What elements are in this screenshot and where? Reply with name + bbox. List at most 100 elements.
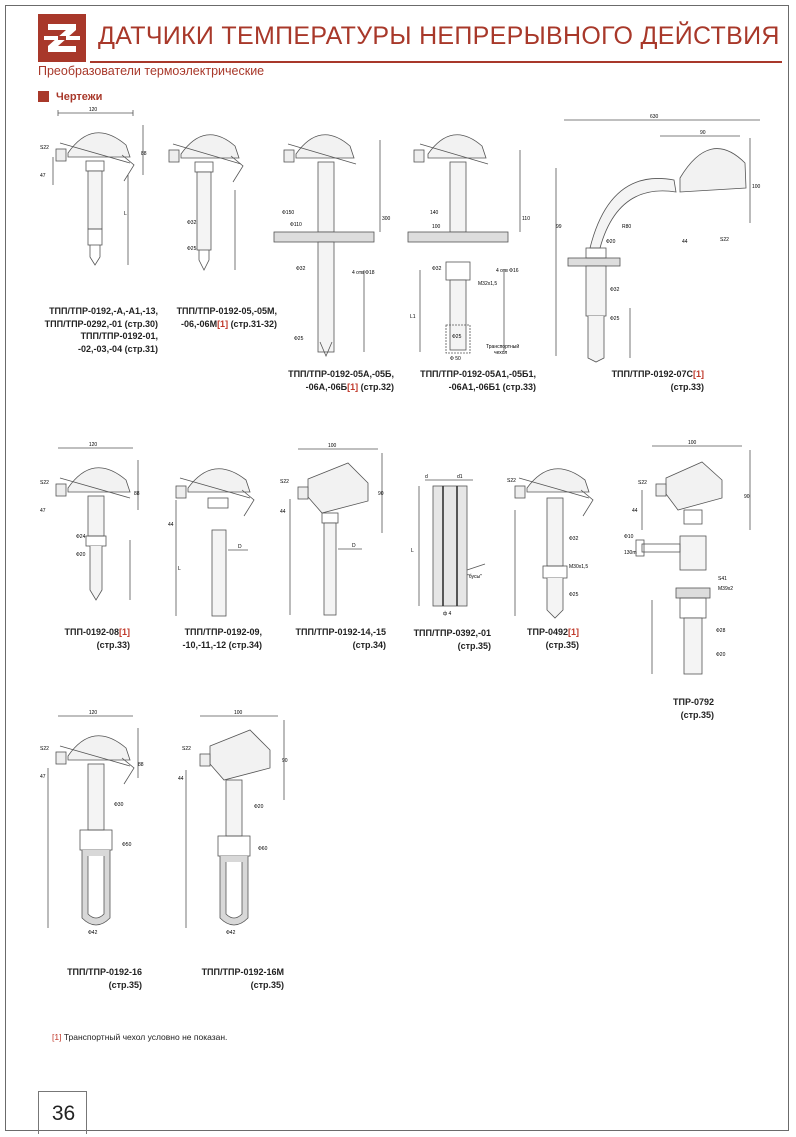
svg-text:Ф50: Ф50 — [122, 842, 132, 848]
drawing-image: 100 S22 90 44 D — [280, 443, 384, 616]
svg-text:Ф110: Ф110 — [290, 222, 302, 228]
page-number: 36 — [51, 1102, 76, 1125]
svg-text:S22: S22 — [40, 480, 49, 486]
drawing-tpp-0192-16: 120 S22 88 47 Ф30 Ф50 Ф42 ТПП/ТПР-0192-1… — [38, 708, 150, 990]
drawing-caption: ТПП-0192-08[1] (стр.33) — [64, 627, 130, 650]
brand-logo — [38, 14, 86, 62]
drawing-image: 120 S22 88 47 Ф30 Ф50 Ф42 — [40, 710, 144, 936]
svg-text:Ф42: Ф42 — [88, 930, 98, 936]
svg-text:44: 44 — [632, 508, 638, 514]
section-title: Чертежи — [56, 91, 103, 103]
svg-text:L: L — [124, 211, 127, 217]
svg-text:90: 90 — [744, 494, 750, 500]
svg-text:Ф32: Ф32 — [296, 266, 306, 272]
svg-text:140: 140 — [430, 210, 439, 216]
svg-text:S22: S22 — [280, 479, 289, 485]
drawing-caption: ТПП/ТПР-0192-05,-05М, -06,-06М[1] (стр.3… — [176, 306, 277, 329]
svg-text:чехол: чехол — [494, 350, 507, 356]
svg-text:90: 90 — [282, 758, 288, 764]
svg-text:M39х2: M39х2 — [718, 586, 733, 592]
svg-text:100: 100 — [688, 440, 697, 446]
page-title: ДАТЧИКИ ТЕМПЕРАТУРЫ НЕПРЕРЫВНОГО ДЕЙСТВИ… — [98, 22, 780, 50]
drawing-caption: ТПП/ТПР-0192-16 (стр.35) — [67, 967, 142, 990]
svg-text:47: 47 — [40, 173, 46, 179]
drawing-image: Ф150 Ф110 300 4 отв Ф18 Ф32 Ф25 — [273, 134, 391, 358]
svg-text:"бусы": "бусы" — [467, 574, 482, 580]
svg-text:L: L — [178, 566, 181, 572]
svg-text:D: D — [238, 544, 242, 550]
drawing-image: 120 S22 88 47 Ф24 Ф20 — [40, 442, 140, 601]
svg-text:44: 44 — [682, 239, 688, 245]
svg-text:Ф42: Ф42 — [226, 930, 236, 936]
drawing-caption: ТПП/ТПР-0192-05А,-05Б, -06А,-06Б[1] (стр… — [288, 369, 394, 392]
svg-text:300: 300 — [382, 216, 391, 222]
drawing-tpr-0492: S22 Ф32 M30х1,5 Ф25 ТПР-0492[1] (стр.35) — [505, 450, 605, 650]
svg-text:90: 90 — [700, 130, 706, 136]
title-rule — [90, 61, 782, 63]
drawing-tpp-0192-a: 120 S22 88 47 L ТПП/ТПР-0192,-А,-А1,-13,… — [38, 105, 158, 354]
svg-text:110: 110 — [522, 216, 530, 222]
svg-text:88: 88 — [141, 151, 147, 157]
svg-text:630: 630 — [650, 114, 659, 120]
svg-text:4 отв Ф16: 4 отв Ф16 — [496, 268, 519, 274]
svg-text:Ф150: Ф150 — [282, 210, 294, 216]
svg-text:R80: R80 — [622, 224, 631, 230]
drawing-image: Ф32 Ф25 — [168, 134, 244, 271]
svg-text:44: 44 — [280, 509, 286, 515]
svg-text:L: L — [411, 548, 414, 554]
svg-text:88: 88 — [134, 491, 140, 497]
svg-text:L1: L1 — [410, 314, 416, 320]
drawing-caption: ТПР-0492[1] (стр.35) — [527, 627, 579, 650]
svg-text:Транспортный: Транспортный — [486, 343, 519, 350]
drawing-image: 120 S22 88 47 L — [40, 107, 147, 266]
drawing-tpp-0192-08: 120 S22 88 47 Ф24 Ф20 ТПП-0192-08[1] (ст… — [38, 440, 148, 650]
drawing-tpr-0792: 100 S22 90 44 Ф10 130m S41 M39х2 Ф28 Ф20… — [622, 440, 772, 720]
svg-text:Ф20: Ф20 — [716, 652, 726, 658]
svg-text:S22: S22 — [182, 746, 191, 752]
svg-text:88: 88 — [138, 762, 144, 768]
drawing-caption: ТПР-0792 (стр.35) — [673, 697, 714, 720]
drawing-tpp-0192-16m: 100 S22 90 44 Ф20 Ф60 Ф42 ТПП/ТПР-0192-1… — [178, 710, 290, 990]
svg-text:100: 100 — [432, 224, 441, 230]
svg-text:100: 100 — [234, 710, 243, 716]
drawing-caption: ТПП/ТПР-0392,-01 (стр.35) — [413, 628, 491, 651]
drawing-tpp-0192-05a: Ф150 Ф110 300 4 отв Ф18 Ф32 Ф25 ТПП/ТПР-… — [268, 120, 396, 392]
drawing-image: d d1 "бусы" ф 4 L — [411, 474, 486, 617]
svg-text:90: 90 — [378, 491, 384, 497]
svg-text:Ф32: Ф32 — [610, 287, 620, 293]
svg-text:100: 100 — [328, 443, 337, 449]
svg-text:Ф25: Ф25 — [610, 316, 620, 322]
svg-text:S22: S22 — [40, 746, 49, 752]
drawing-caption: ТПП/ТПР-0192,-А,-А1,-13, ТПП/ТПР-0292,-0… — [44, 306, 158, 354]
svg-text:Ф28: Ф28 — [716, 628, 726, 634]
drawing-image: 100 S22 90 44 Ф10 130m S41 M39х2 Ф28 Ф20 — [624, 440, 751, 675]
drawing-caption: ТПП/ТПР-0192-07С[1] (стр.33) — [611, 369, 704, 392]
svg-text:S41: S41 — [718, 576, 727, 582]
drawing-tpp-0192-05: Ф32 Ф25 ТПП/ТПР-0192-05,-05М, -06,-06М[1… — [165, 120, 277, 329]
svg-text:120: 120 — [89, 442, 98, 448]
svg-text:Ф32: Ф32 — [187, 220, 197, 226]
svg-text:Ф25: Ф25 — [294, 336, 304, 342]
svg-text:Ф32: Ф32 — [569, 536, 579, 542]
drawing-tpp-0192-14: 100 S22 90 44 D ТПП/ТПР-0192-14,-15 (стр… — [278, 443, 390, 650]
svg-text:100: 100 — [752, 184, 761, 190]
svg-text:44: 44 — [168, 522, 174, 528]
svg-text:Ф25: Ф25 — [187, 246, 197, 252]
svg-text:Ф10: Ф10 — [624, 534, 634, 540]
svg-text:S22: S22 — [720, 237, 729, 243]
svg-text:Ф20: Ф20 — [606, 239, 616, 245]
svg-text:d1: d1 — [457, 474, 463, 480]
svg-text:Ф25: Ф25 — [452, 334, 462, 340]
svg-text:ф 4: ф 4 — [443, 611, 452, 617]
footnote-mark: [1] — [52, 1032, 62, 1042]
footnote: [1] Транспортный чехол условно не показа… — [52, 1032, 227, 1042]
page-frame — [5, 5, 789, 1131]
page-number-box: 36 — [38, 1091, 87, 1134]
drawing-caption: ТПП/ТПР-0192-14,-15 (стр.34) — [295, 627, 386, 650]
svg-text:99: 99 — [556, 224, 562, 230]
svg-text:Ф20: Ф20 — [76, 552, 86, 558]
drawing-image: S22 Ф32 M30х1,5 Ф25 — [507, 468, 594, 619]
svg-text:47: 47 — [40, 508, 46, 514]
footnote-text: Транспортный чехол условно не показан. — [61, 1032, 228, 1042]
svg-text:Ф25: Ф25 — [569, 592, 579, 598]
